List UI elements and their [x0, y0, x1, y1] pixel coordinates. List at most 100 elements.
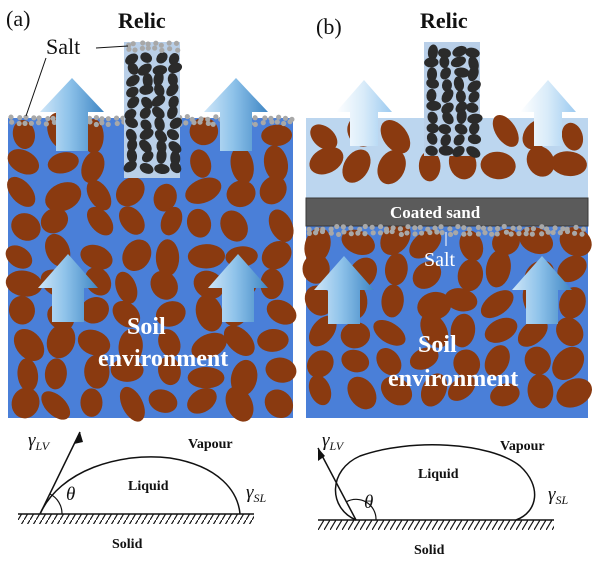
salt-crystal — [328, 230, 334, 236]
arrow-up-b-1 — [336, 80, 392, 146]
gamma-sl-b: γSL — [548, 484, 569, 507]
arrow-up-b-3 — [314, 256, 374, 324]
soil-particle — [11, 213, 41, 241]
salt-crystal — [51, 119, 58, 125]
relic-stone — [455, 90, 466, 103]
relic-stone — [454, 67, 470, 78]
salt-crystal — [461, 225, 467, 231]
soil-particle — [86, 179, 112, 211]
relic-stone — [125, 128, 137, 142]
soil-particle — [448, 375, 476, 401]
salt-crystal — [319, 228, 326, 235]
salt-crystal — [564, 228, 571, 235]
relic-stone — [141, 96, 153, 110]
salt-crystal — [281, 120, 287, 127]
soil-particle — [44, 358, 67, 390]
salt-crystal — [341, 229, 347, 235]
soil-particle — [148, 389, 178, 413]
relic-stone — [154, 129, 168, 143]
soil-particle — [341, 229, 375, 256]
soil-particle — [80, 388, 103, 417]
soil-particles-b — [302, 221, 592, 410]
relic-stone — [168, 141, 182, 154]
salt-crystal — [262, 115, 268, 121]
salt-crystal — [370, 230, 376, 236]
soil-label-b-1: Soil — [418, 332, 457, 358]
salt-crystal — [132, 47, 138, 53]
relic-stone — [467, 113, 483, 124]
salt-crystal — [28, 120, 35, 126]
salt-crystal — [466, 226, 472, 232]
salt-crystal — [153, 40, 159, 46]
relic-stone — [424, 57, 439, 68]
relic-stone — [168, 95, 179, 109]
relic-stone — [156, 52, 168, 64]
relic-stone — [126, 74, 140, 87]
soil-particle — [453, 349, 481, 378]
soil-particle — [225, 386, 254, 422]
soil-particle — [480, 290, 514, 319]
salt-crystal — [524, 226, 530, 232]
soil-particle — [490, 383, 520, 407]
soil-particle — [377, 149, 406, 185]
coated-sand-label: Coated sand — [390, 203, 481, 222]
soil-particle — [110, 358, 144, 382]
soil-particle — [155, 239, 180, 277]
relic-stone — [467, 134, 482, 145]
soil-particle — [86, 206, 114, 236]
gamma-sl-a: γSL — [246, 482, 267, 505]
salt-crystal — [282, 115, 289, 121]
salt-crystal — [552, 225, 558, 231]
soil-particle — [226, 180, 256, 208]
soil-particle — [310, 124, 338, 151]
soil-particle — [223, 325, 255, 356]
soil-particle — [185, 177, 222, 204]
salt-crystal — [461, 231, 467, 237]
soil-particle — [230, 146, 254, 184]
soil-particle — [261, 240, 292, 270]
salt-crystal — [480, 225, 487, 231]
relic-stone — [466, 146, 481, 158]
salt-crystal — [205, 120, 211, 127]
relic-stone — [426, 132, 438, 145]
salt-crystal — [397, 226, 404, 232]
salt-crystal — [191, 119, 197, 126]
salt-crystal — [417, 224, 423, 231]
salt-crystal — [529, 231, 535, 237]
salt-crystal — [93, 114, 100, 121]
soil-particle — [81, 151, 105, 183]
salt-crystal — [22, 120, 28, 126]
tangent-arrowhead-a — [74, 432, 83, 444]
salt-crystal — [173, 40, 180, 46]
soil-particle — [115, 271, 138, 304]
soil-particle — [557, 255, 587, 283]
relic-stone — [154, 163, 170, 175]
soil-particle — [459, 230, 484, 262]
soil-particle — [187, 244, 226, 269]
salt-crystal — [197, 119, 203, 125]
relic-stone — [438, 48, 451, 59]
soil-particle — [340, 322, 371, 349]
relic-stone — [142, 72, 153, 89]
salt-crystal — [362, 231, 368, 237]
soil-particle — [77, 329, 111, 356]
salt-crystal — [334, 223, 340, 230]
tangent-vector-b — [317, 447, 357, 521]
relic-stone — [139, 128, 154, 140]
soil-particle — [5, 245, 33, 269]
salt-crystal — [557, 230, 563, 236]
soil-particle — [265, 357, 297, 383]
salt-crystal — [560, 226, 566, 232]
soil-particle — [484, 345, 510, 377]
soil-particle — [268, 209, 294, 242]
relic-stone — [468, 91, 480, 103]
salt-crystal — [205, 116, 211, 122]
panel-a: (a) Relic Salt Soil environment γLV γSL … — [5, 6, 297, 552]
arrow-up-a-4 — [208, 254, 268, 322]
relic-stone — [425, 145, 438, 156]
arrow-up-b-2 — [520, 80, 576, 146]
soil-particle — [150, 270, 178, 300]
soil-particle — [40, 207, 69, 234]
salt-crystal — [362, 223, 368, 230]
